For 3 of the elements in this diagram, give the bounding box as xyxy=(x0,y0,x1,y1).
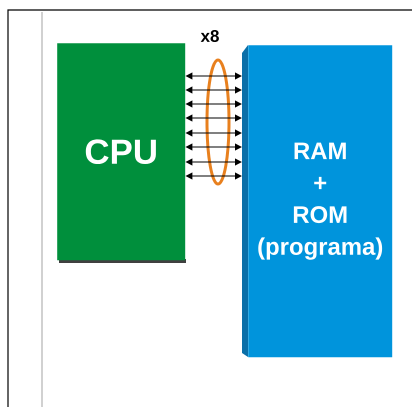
count-label: x8 xyxy=(200,30,219,42)
cpu-block: CPU xyxy=(57,43,186,263)
memory-block: RAM + ROM (programa) xyxy=(242,45,392,358)
